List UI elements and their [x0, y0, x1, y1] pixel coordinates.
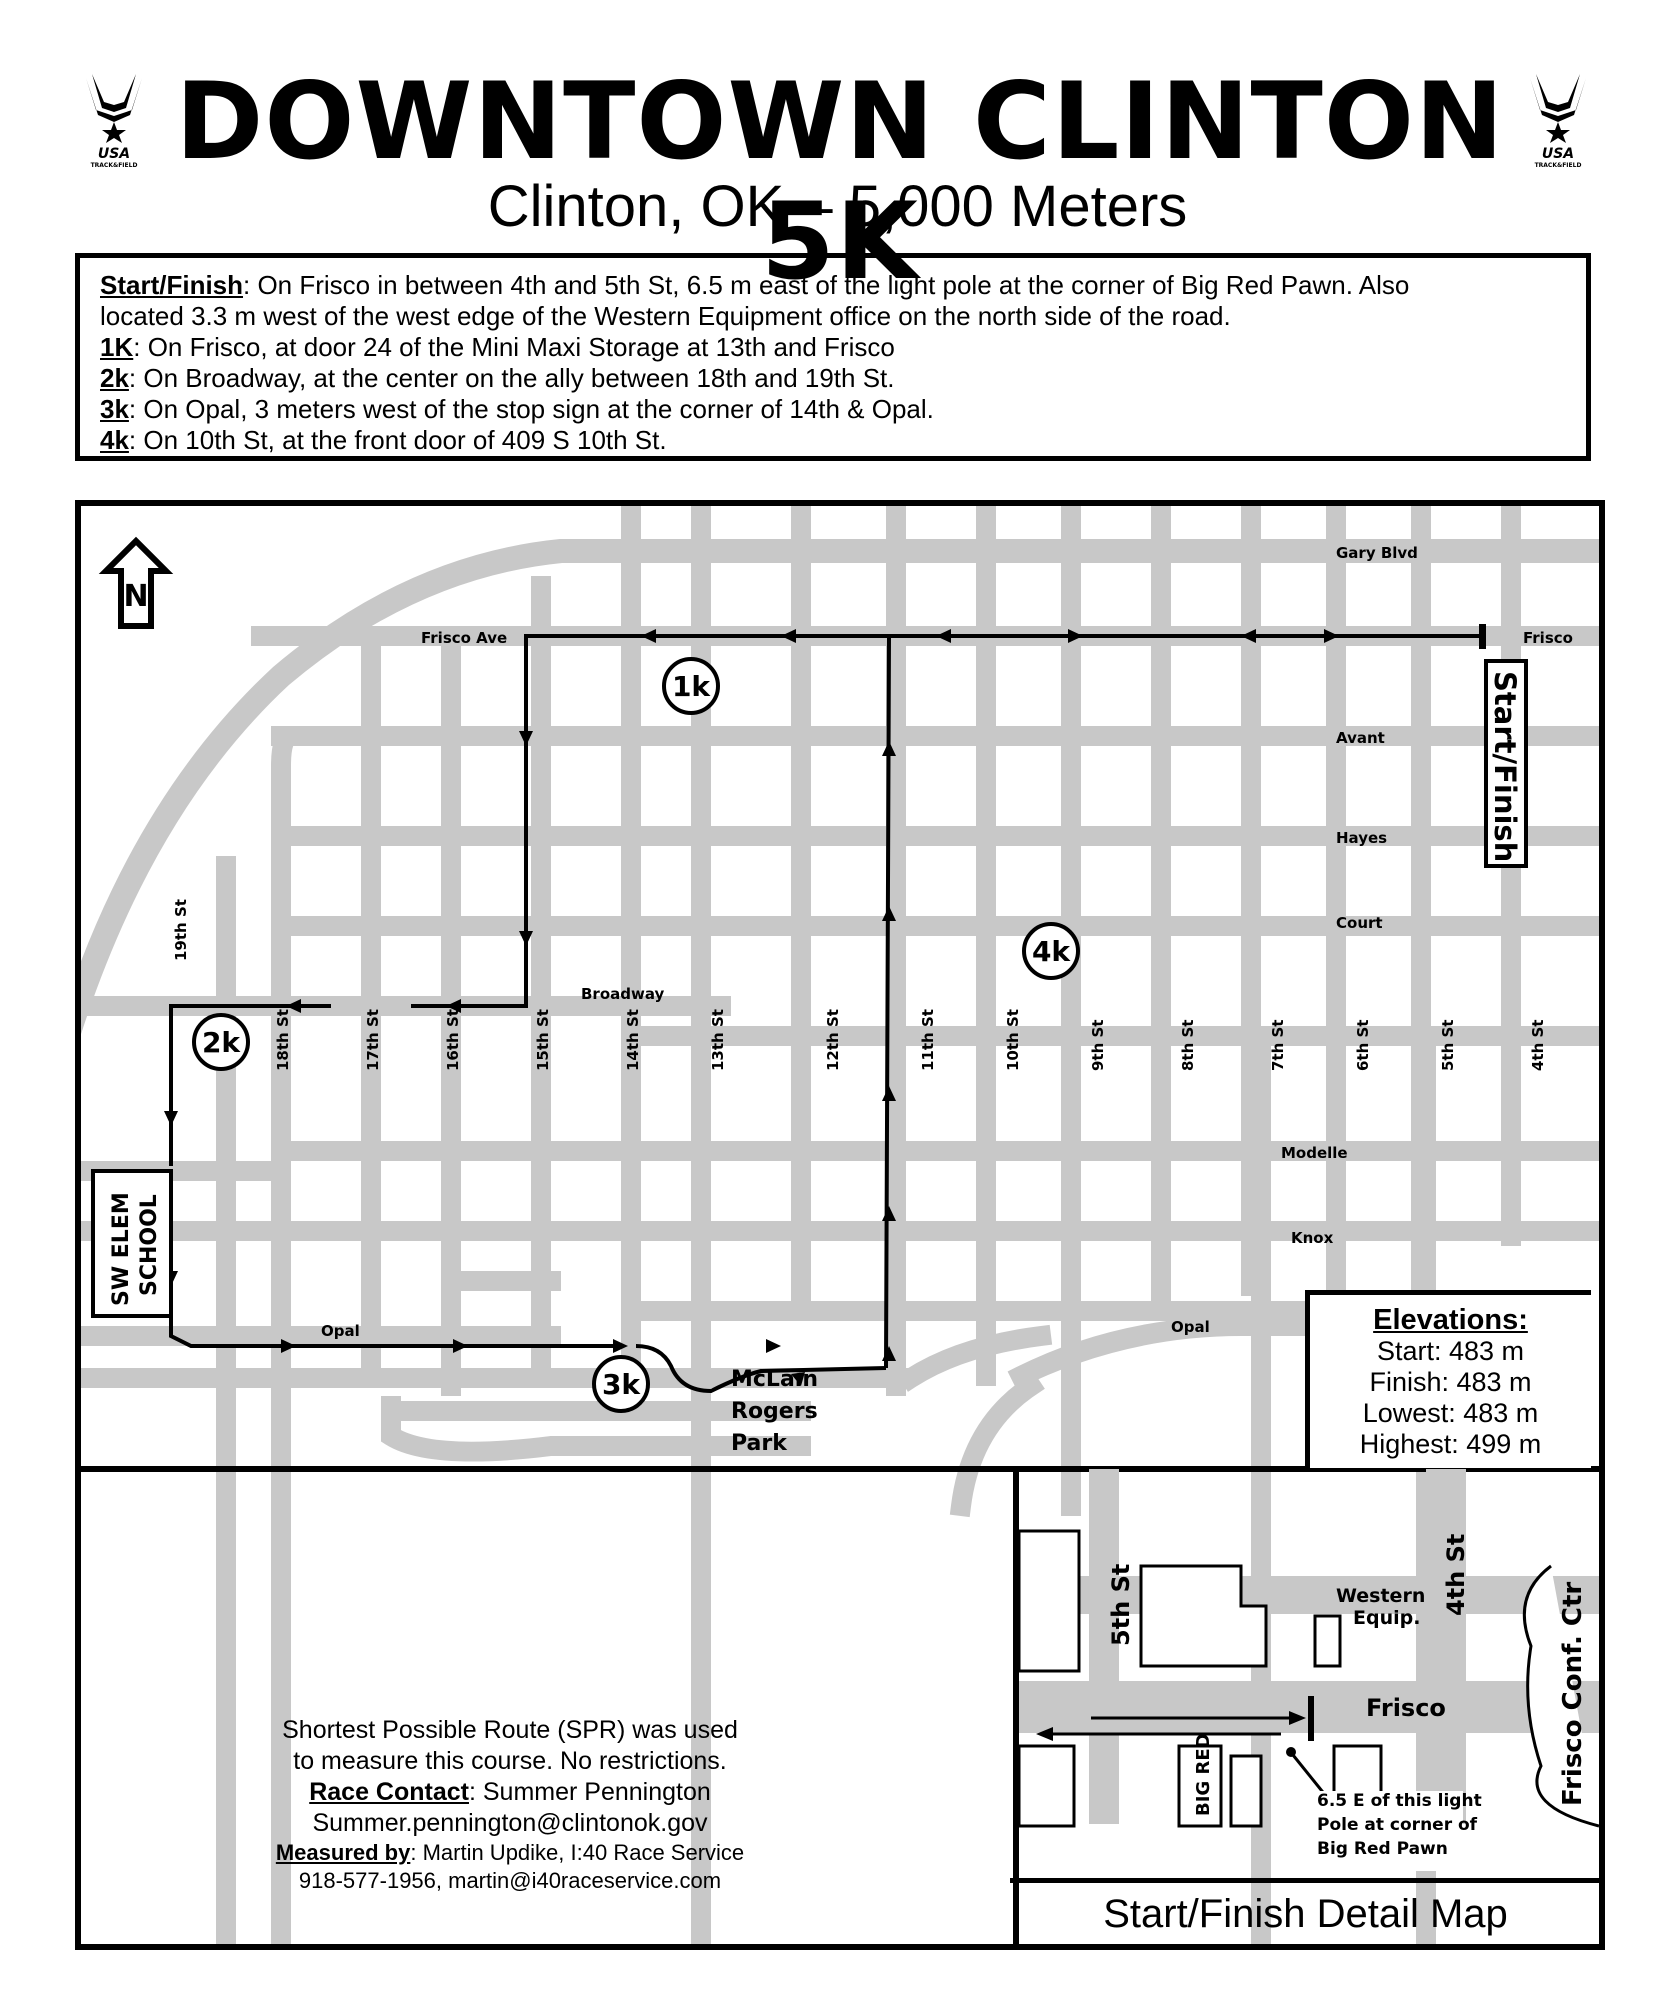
street-16th: 16th St	[444, 1009, 462, 1071]
start-finish-detail-map: 5th St 4th St Frisco Western Equip. Fris…	[1017, 1469, 1599, 1871]
race-subtitle: Clinton, OK – 5,000 Meters	[487, 174, 1188, 239]
usatf-logo-left: USA TRACK&FIELD	[86, 74, 142, 169]
detail-map-caption: Start/Finish Detail Map	[1010, 1878, 1601, 1948]
street-knox: Knox	[1291, 1229, 1334, 1247]
svg-text:3k: 3k	[602, 1368, 641, 1401]
svg-text:Western: Western	[1336, 1585, 1425, 1607]
street-frisco-ave: Frisco Ave	[421, 629, 507, 647]
sw-elem-school-label: SW ELEM SCHOOL	[91, 1169, 173, 1318]
start-finish-line-2: located 3.3 m west of the west edge of t…	[100, 301, 1231, 331]
street-frisco: Frisco	[1523, 629, 1573, 647]
svg-text:N: N	[123, 579, 148, 614]
measured-by: Measured by: Martin Updike, I:40 Race Se…	[275, 1840, 745, 1865]
measurement-info: Shortest Possible Route (SPR) was used t…	[230, 1715, 790, 1895]
svg-text:Park: Park	[731, 1431, 788, 1456]
street-8th: 8th St	[1179, 1020, 1197, 1071]
spr-note-2: to measure this course. No restrictions.	[293, 1747, 727, 1775]
street-4th: 4th St	[1529, 1020, 1547, 1071]
svg-text:Frisco Conf. Ctr: Frisco Conf. Ctr	[1558, 1582, 1588, 1806]
elevation-highest: Highest: 499 m	[1359, 1429, 1542, 1459]
svg-text:2k: 2k	[202, 1026, 241, 1059]
svg-text:SW ELEM: SW ELEM	[109, 1192, 134, 1306]
svg-text:TRACK&FIELD: TRACK&FIELD	[1535, 162, 1582, 169]
svg-text:TRACK&FIELD: TRACK&FIELD	[91, 162, 138, 169]
street-14th: 14th St	[624, 1009, 642, 1071]
svg-text:McLain: McLain	[731, 1367, 818, 1392]
street-modelle: Modelle	[1281, 1144, 1348, 1162]
street-court: Court	[1336, 914, 1383, 932]
svg-text:Start/Finish: Start/Finish	[1488, 671, 1522, 862]
svg-text:USA: USA	[1542, 146, 1574, 162]
street-13th: 13th St	[709, 1009, 727, 1071]
street-10th: 10th St	[1004, 1009, 1022, 1071]
svg-text:1k: 1k	[672, 670, 711, 703]
course-description: Start/Finish: On Frisco in between 4th a…	[75, 253, 1591, 461]
street-broadway: Broadway	[581, 985, 665, 1003]
1k-line: 1K: On Frisco, at door 24 of the Mini Ma…	[100, 332, 895, 362]
svg-text:Equip.: Equip.	[1353, 1607, 1420, 1629]
marker-3k: 3k	[592, 1355, 650, 1413]
street-12th: 12th St	[824, 1009, 842, 1071]
street-opal-west: Opal	[321, 1322, 360, 1340]
elevation-finish: Finish: 483 m	[1369, 1367, 1532, 1397]
2k-line: 2k: On Broadway, at the center on the al…	[100, 363, 895, 393]
elevation-start: Start: 483 m	[1376, 1336, 1525, 1366]
svg-text:Rogers: Rogers	[731, 1399, 818, 1424]
street-19th: 19th St	[172, 899, 190, 961]
race-contact-email: Summer.pennington@clintonok.gov	[312, 1809, 708, 1837]
svg-text:SCHOOL: SCHOOL	[137, 1194, 162, 1296]
street-hayes: Hayes	[1336, 829, 1387, 847]
street-5th: 5th St	[1439, 1020, 1457, 1071]
street-9th: 9th St	[1089, 1020, 1107, 1071]
street-7th: 7th St	[1269, 1020, 1287, 1071]
svg-text:4th St: 4th St	[1442, 1534, 1470, 1616]
svg-text:Frisco: Frisco	[1366, 1694, 1446, 1722]
race-title: DOWNTOWN CLINTON 5K	[175, 60, 1505, 303]
spr-note-1: Shortest Possible Route (SPR) was used	[282, 1716, 738, 1744]
svg-text:Big Red Pawn: Big Red Pawn	[1317, 1839, 1448, 1859]
mclain-rogers-park-label: McLain Rogers Park	[731, 1367, 818, 1456]
street-15th: 15th St	[534, 1009, 552, 1071]
street-18th: 18th St	[274, 1009, 292, 1071]
marker-4k: 4k	[1022, 922, 1080, 980]
svg-text:4k: 4k	[1032, 935, 1071, 968]
street-opal-east: Opal	[1171, 1318, 1210, 1336]
3k-line: 3k: On Opal, 3 meters west of the stop s…	[100, 394, 934, 424]
start-finish-label: Start/Finish	[1484, 659, 1528, 868]
street-17th: 17th St	[364, 1009, 382, 1071]
usatf-logo-right: USA TRACK&FIELD	[1530, 74, 1586, 169]
marker-1k: 1k	[662, 657, 720, 715]
street-gary-blvd: Gary Blvd	[1336, 544, 1418, 562]
4k-line: 4k: On 10th St, at the front door of 409…	[100, 425, 667, 455]
street-avant: Avant	[1336, 729, 1385, 747]
elevation-lowest: Lowest: 483 m	[1362, 1398, 1539, 1428]
elevations-box: Elevations: Start: 483 m Finish: 483 m L…	[1305, 1290, 1591, 1468]
race-contact: Race Contact: Summer Pennington	[309, 1778, 711, 1806]
svg-text:Pole at corner of: Pole at corner of	[1317, 1815, 1478, 1835]
svg-text:BIG RED: BIG RED	[1193, 1733, 1214, 1816]
marker-2k: 2k	[192, 1013, 250, 1071]
measurer-contact: 918-577-1956, martin@i40raceservice.com	[298, 1868, 722, 1893]
street-11th: 11th St	[919, 1009, 937, 1071]
north-arrow-icon: N	[98, 536, 174, 629]
course-map: N Gary Blvd Frisco Ave Frisco Avant Haye…	[75, 500, 1605, 1950]
course-map-svg: N Gary Blvd Frisco Ave Frisco Avant Haye…	[81, 506, 1599, 1944]
svg-text:USA: USA	[98, 146, 130, 162]
elevations-heading: Elevations:	[1373, 1304, 1528, 1336]
street-6th: 6th St	[1354, 1020, 1372, 1071]
start-finish-line: Start/Finish: On Frisco in between 4th a…	[100, 270, 1410, 300]
svg-text:6.5 E of this light: 6.5 E of this light	[1317, 1791, 1482, 1811]
svg-text:5th St: 5th St	[1107, 1564, 1135, 1646]
